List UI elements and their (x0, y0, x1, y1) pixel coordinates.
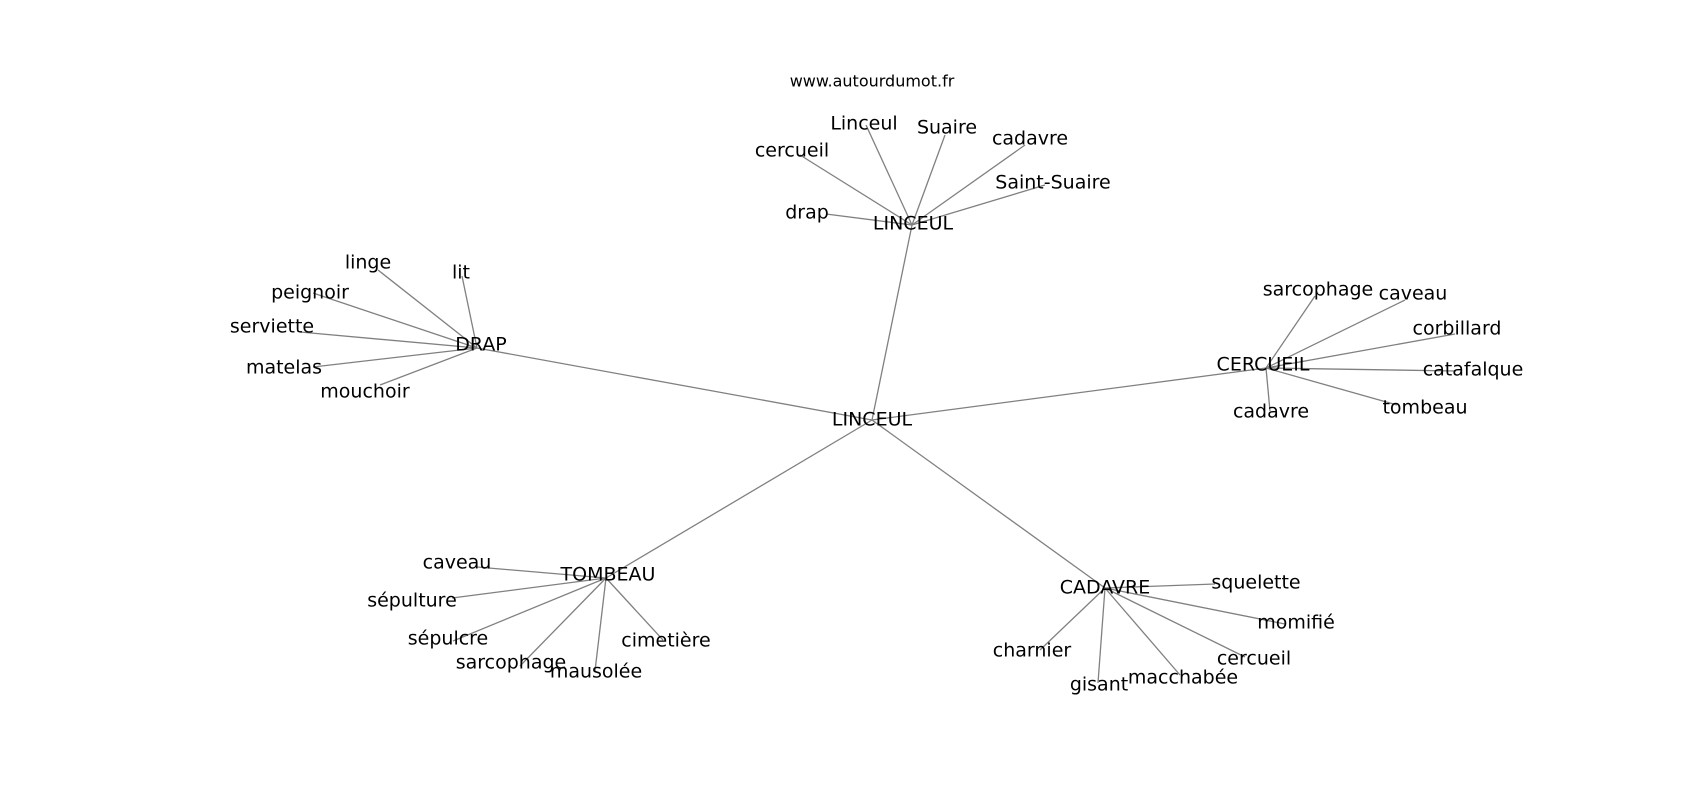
node-leaf-linceul[interactable]: Linceul (830, 113, 897, 135)
node-leaf-cadavre[interactable]: squelette (1211, 572, 1300, 594)
node-leaf-linceul[interactable]: Suaire (917, 117, 977, 139)
edge-cadavre-leaf (1097, 587, 1106, 684)
node-leaf-tombeau[interactable]: sépulcre (408, 628, 489, 650)
edge-cadavre-leaf (1104, 587, 1181, 676)
node-hub-cadavre[interactable]: CADAVRE (1060, 577, 1151, 599)
edge-cadavre-leaf (1104, 587, 1246, 658)
edge-drap-leaf (379, 347, 478, 386)
edge-cercueil-leaf (1265, 367, 1398, 406)
node-leaf-cadavre[interactable]: cercueil (1217, 648, 1291, 670)
node-leaf-drap[interactable]: serviette (230, 316, 314, 338)
edge-cadavre-leaf (1104, 587, 1286, 625)
edge-tombeau-leaf (451, 577, 607, 599)
edge-cercueil-leaf (1265, 333, 1456, 369)
node-leaf-cercueil[interactable]: corbillard (1413, 318, 1502, 340)
edge-cadavre-leaf (1039, 587, 1106, 651)
edge-cercueil-leaf (1265, 295, 1316, 369)
edge-linceul-leaf (911, 144, 1026, 226)
edges-layer (299, 124, 1457, 684)
node-leaf-drap[interactable]: lit (452, 262, 470, 284)
edge-cercueil-leaf (1265, 299, 1406, 369)
edge-linceul-leaf (799, 154, 913, 226)
node-leaf-tombeau[interactable]: sépulture (367, 590, 457, 612)
edge-drap-leaf (377, 269, 478, 349)
edge-drap-leaf (461, 275, 478, 349)
edge-cercueil-leaf (1265, 367, 1457, 372)
edge-center-linceul (871, 224, 913, 421)
node-leaf-drap[interactable]: linge (345, 252, 391, 274)
node-leaf-cercueil[interactable]: catafalque (1423, 359, 1524, 381)
node-leaf-tombeau[interactable]: cimetière (621, 630, 710, 652)
edge-center-tombeau (605, 419, 873, 579)
node-hub-cercueil[interactable]: CERCUEIL (1217, 354, 1310, 376)
node-leaf-tombeau[interactable]: mausolée (550, 661, 642, 683)
node-hub-linceul[interactable]: LINCEUL (873, 213, 954, 235)
edge-center-cadavre (871, 419, 1106, 589)
node-hub-tombeau[interactable]: TOMBEAU (560, 564, 656, 586)
node-leaf-drap[interactable]: mouchoir (320, 381, 410, 403)
node-leaf-tombeau[interactable]: sarcophage (456, 652, 567, 674)
node-leaf-linceul[interactable]: Saint-Suaire (995, 172, 1110, 194)
edge-drap-leaf (299, 331, 478, 349)
node-center[interactable]: LINCEUL (832, 409, 913, 431)
edge-center-cercueil (871, 367, 1267, 421)
edge-cercueil-leaf (1265, 367, 1271, 412)
edge-tombeau-leaf (452, 577, 607, 642)
edge-cadavre-leaf (1104, 583, 1216, 589)
edge-linceul-leaf (911, 134, 946, 226)
edge-tombeau-leaf (519, 577, 607, 667)
edge-drap-leaf (312, 347, 478, 368)
edge-tombeau-leaf (476, 566, 607, 579)
node-leaf-cercueil[interactable]: sarcophage (1263, 279, 1374, 301)
node-leaf-cercueil[interactable]: caveau (1379, 283, 1448, 305)
edge-linceul-leaf (865, 124, 913, 226)
node-leaf-cadavre[interactable]: momifié (1257, 612, 1335, 634)
node-hub-drap[interactable]: DRAP (455, 334, 507, 356)
node-leaf-cercueil[interactable]: cadavre (1233, 401, 1309, 423)
node-leaf-cadavre[interactable]: macchabée (1128, 667, 1238, 689)
node-leaf-drap[interactable]: matelas (246, 357, 322, 379)
edge-tombeau-leaf (594, 577, 607, 672)
node-leaf-linceul[interactable]: cadavre (992, 128, 1068, 150)
node-leaf-drap[interactable]: peignoir (271, 282, 349, 304)
node-leaf-linceul[interactable]: drap (785, 202, 829, 224)
edge-linceul-leaf (825, 213, 913, 226)
node-leaf-cadavre[interactable]: charnier (993, 640, 1072, 662)
node-leaf-linceul[interactable]: cercueil (755, 140, 829, 162)
edge-drap-leaf (312, 292, 478, 349)
edge-tombeau-leaf (605, 577, 664, 641)
node-leaf-cadavre[interactable]: gisant (1070, 674, 1128, 696)
watermark-text: www.autourdumot.fr (790, 72, 955, 91)
node-leaf-cercueil[interactable]: tombeau (1382, 397, 1467, 419)
node-leaf-tombeau[interactable]: caveau (423, 552, 492, 574)
edge-center-drap (476, 347, 873, 421)
edge-linceul-leaf (911, 184, 1046, 226)
